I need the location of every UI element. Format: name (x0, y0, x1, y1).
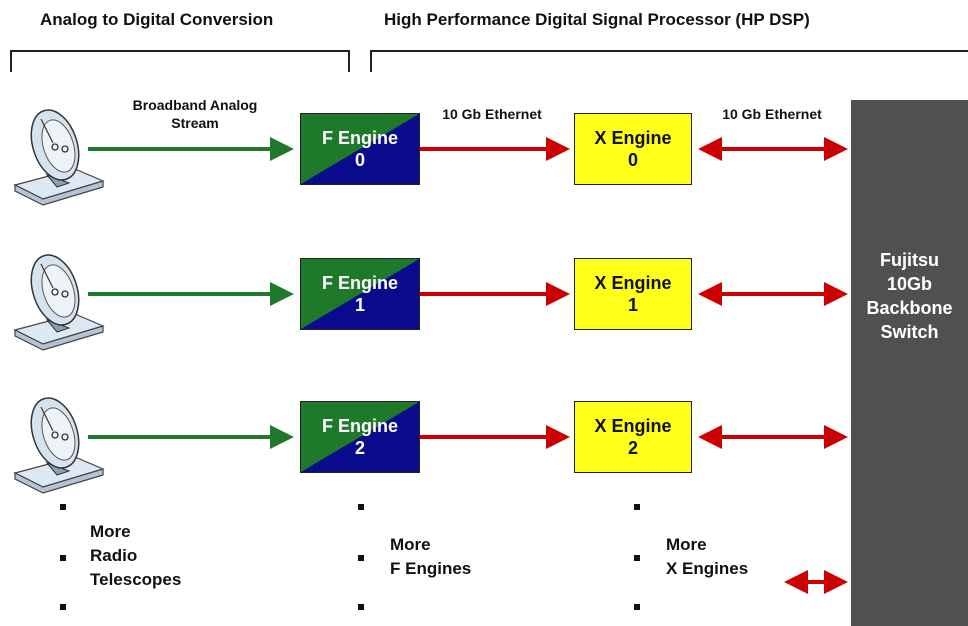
ellipsis-bullet (60, 555, 66, 561)
ellipsis-bullet (60, 504, 66, 510)
broadband-label-line2: Stream (171, 115, 219, 131)
broadband-label-line1: Broadband Analog (132, 97, 258, 113)
ellipsis-bullet (358, 604, 364, 610)
ethernet-label-left: 10 Gb Ethernet (442, 106, 542, 122)
more-telescopes-line3: Telescopes (90, 570, 182, 589)
f-engine-label: F Engine (322, 416, 398, 436)
f-engine-0: F Engine 0 (300, 113, 420, 185)
more-telescopes-line2: Radio (90, 546, 138, 565)
switch-label-line1: Fujitsu (880, 250, 939, 270)
more-x-engines-line1: More (666, 535, 707, 554)
radio-telescope-icon (14, 391, 104, 494)
f-engine-1: F Engine 1 (300, 258, 420, 330)
adc-section-title: Analog to Digital Conversion (40, 10, 274, 29)
x-engine-label: X Engine (594, 416, 672, 436)
ellipsis-bullet (358, 504, 364, 510)
x-engine-label: X Engine (594, 128, 672, 148)
more-x-engines-label: More X Engines (666, 533, 748, 581)
backbone-switch: Fujitsu 10Gb Backbone Switch (851, 100, 968, 626)
more-f-engines-line2: F Engines (390, 559, 472, 578)
f-engine-label: F Engine (322, 273, 398, 293)
switch-label-line4: Switch (880, 322, 939, 342)
x-engine-1: X Engine 1 (574, 258, 692, 330)
x-engine-label: X Engine (594, 273, 672, 293)
switch-label-line2: 10Gb (886, 274, 933, 294)
more-telescopes-label: More Radio Telescopes (90, 520, 181, 592)
ellipsis-bullet (634, 504, 640, 510)
ellipsis-bullet (634, 555, 640, 561)
x-engine-index: 1 (627, 295, 638, 315)
x-engine-0: X Engine 0 (574, 113, 692, 185)
ellipsis-bullet (634, 604, 640, 610)
f-engine-index: 0 (354, 150, 365, 170)
x-engine-index: 0 (627, 150, 638, 170)
broadband-analog-stream-label: Broadband Analog Stream (100, 96, 290, 132)
ellipsis-bullet (358, 555, 364, 561)
dsp-section-bracket (370, 50, 968, 72)
ellipsis-bullet (60, 604, 66, 610)
f-engine-index: 2 (354, 438, 365, 458)
radio-telescope-icon (14, 103, 104, 206)
switch-label-line3: Backbone (866, 298, 953, 318)
x-engine-2: X Engine 2 (574, 401, 692, 473)
ethernet-label-right: 10 Gb Ethernet (722, 106, 822, 122)
more-x-engines-line2: X Engines (666, 559, 749, 578)
more-f-engines-line1: More (390, 535, 431, 554)
f-engine-label: F Engine (322, 128, 398, 148)
f-engine-index: 1 (354, 295, 365, 315)
adc-section-bracket (10, 50, 350, 72)
more-telescopes-line1: More (90, 522, 131, 541)
radio-telescope-icon (14, 248, 104, 351)
x-engine-index: 2 (627, 438, 638, 458)
f-engine-2: F Engine 2 (300, 401, 420, 473)
more-f-engines-label: More F Engines (390, 533, 471, 581)
dsp-section-title: High Performance Digital Signal Processo… (384, 10, 810, 29)
